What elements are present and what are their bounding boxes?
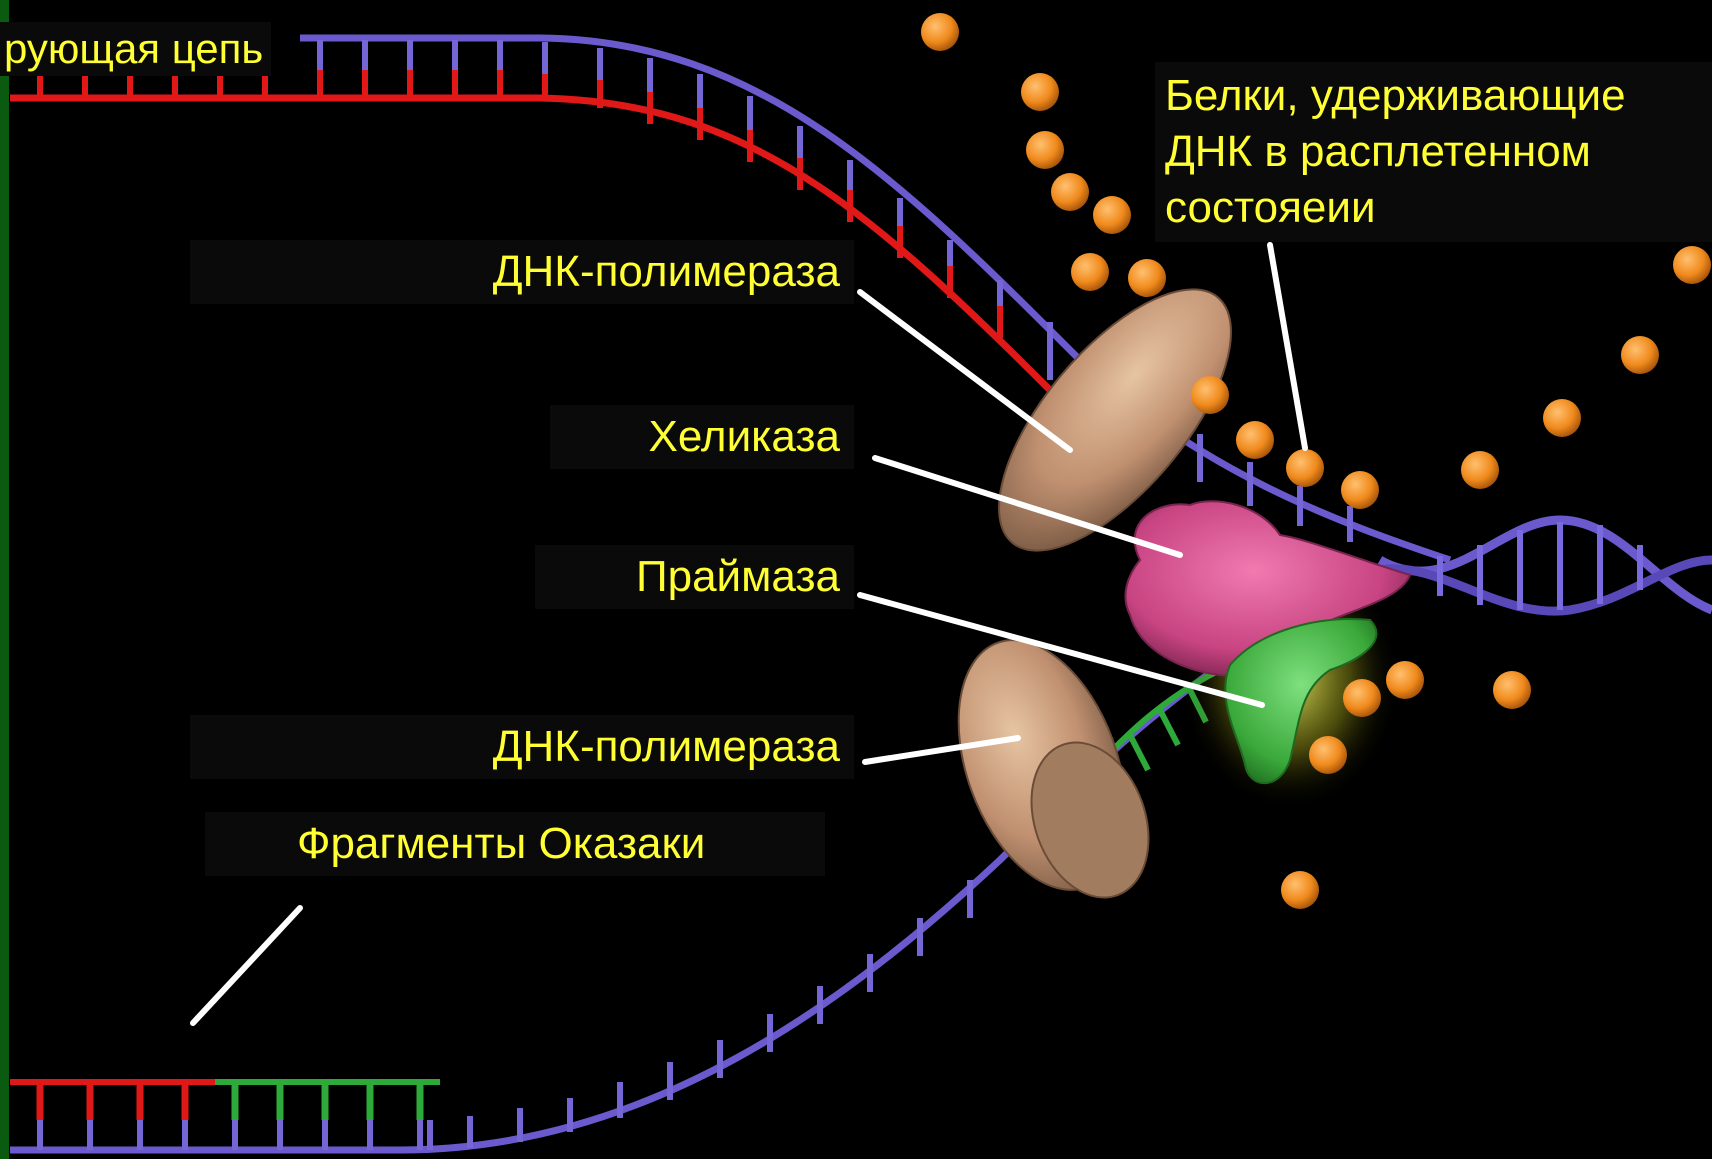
ssb-protein <box>1621 336 1659 374</box>
polymerase-bottom-label: ДНК-полимераза <box>190 715 854 779</box>
ssb-protein <box>1543 399 1581 437</box>
ssb-protein <box>1386 661 1424 699</box>
ssb-protein <box>1128 259 1166 297</box>
ssb-protein <box>1341 471 1379 509</box>
okazaki-green-rungs <box>235 1082 420 1120</box>
ssb-protein <box>1191 376 1229 414</box>
ssb-protein <box>1071 253 1109 291</box>
ssb-protein <box>1493 671 1531 709</box>
ssb-protein <box>1026 131 1064 169</box>
pointer-okazaki <box>193 908 300 1023</box>
binding-proteins-line-1: Белки, удерживающие <box>1165 68 1712 124</box>
ssb-protein <box>1236 421 1274 459</box>
leading-strand-label: рующая цепь <box>0 22 271 76</box>
ssb-protein <box>1286 449 1324 487</box>
binding-proteins-line-2: ДНК в расплетенном <box>1165 124 1712 180</box>
ssb-protein <box>1461 451 1499 489</box>
helicase-label: Хеликаза <box>550 405 854 469</box>
pointer-binding-proteins <box>1270 245 1305 448</box>
primase-label: Праймаза <box>535 545 854 609</box>
ssb-protein <box>1343 679 1381 717</box>
ssb-protein <box>1309 736 1347 774</box>
ssb-protein <box>1673 246 1711 284</box>
okazaki-blue-rungs <box>40 1120 420 1150</box>
ssb-protein <box>1051 173 1089 211</box>
okazaki-label: Фрагменты Оказаки <box>205 812 825 876</box>
bottom-strand-rungs <box>430 880 970 1150</box>
binding-proteins-label: Белки, удерживающие ДНК в расплетенном с… <box>1155 62 1712 242</box>
ssb-protein <box>1021 73 1059 111</box>
okazaki-red-rungs <box>40 1082 185 1120</box>
ssb-protein <box>1281 871 1319 909</box>
binding-proteins-line-3: состояеии <box>1165 180 1712 236</box>
ssb-protein <box>921 13 959 51</box>
ssb-protein <box>1093 196 1131 234</box>
helix-strand-a <box>1380 520 1712 610</box>
polymerase-top-label: ДНК-полимераза <box>190 240 854 304</box>
